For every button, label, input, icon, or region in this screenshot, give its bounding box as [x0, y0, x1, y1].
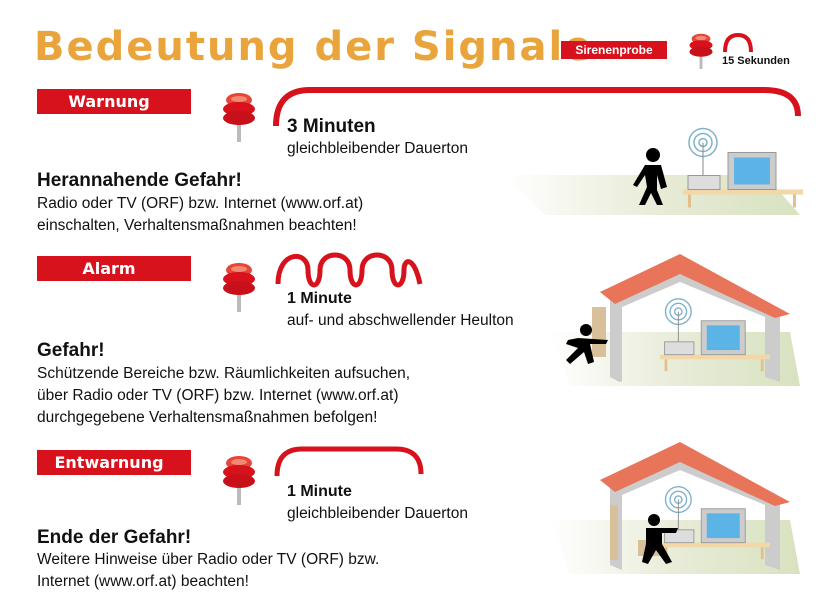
- siren-test-duration: 15 Sekunden: [722, 55, 790, 67]
- steady-tone-arc: [274, 446, 424, 477]
- warning-label: Warnung: [37, 89, 191, 114]
- alarm-label: Alarm: [37, 256, 191, 281]
- alarm-heading: Gefahr!: [37, 340, 105, 361]
- all-clear-tone: gleichbleibender Dauerton: [287, 505, 468, 522]
- all-clear-heading: Ende der Gefahr!: [37, 527, 192, 548]
- warning-text: Radio oder TV (ORF) bzw. Internet (www.o…: [37, 195, 364, 234]
- alarm-duration: 1 Minute: [287, 290, 352, 307]
- steady-tone-arc: [273, 87, 801, 127]
- alarm-house-illustration: [550, 254, 800, 386]
- alarm-tone: auf- und abschwellender Heulton: [287, 312, 514, 329]
- siren-icon: [218, 455, 260, 505]
- all-clear-label: Entwarnung: [37, 450, 191, 475]
- short-tone-arc: [723, 32, 753, 53]
- warning-illustration: [505, 127, 803, 215]
- siren-icon: [218, 92, 260, 142]
- siren-test-label: Sirenenprobe: [561, 41, 667, 59]
- warning-duration: 3 Minuten: [287, 116, 376, 137]
- siren-icon: [686, 33, 716, 69]
- warning-heading: Herannahende Gefahr!: [37, 170, 242, 191]
- siren-icon: [218, 262, 260, 312]
- page-title: Bedeutung der Signale: [34, 24, 594, 70]
- wailing-tone-wave: [275, 252, 423, 288]
- alarm-text: Schützende Bereiche bzw. Räumlichkeiten …: [37, 365, 411, 426]
- all-clear-duration: 1 Minute: [287, 483, 352, 500]
- all-clear-house-illustration: [550, 442, 800, 574]
- warning-tone: gleichbleibender Dauerton: [287, 140, 468, 157]
- all-clear-text: Weitere Hinweise über Radio oder TV (ORF…: [37, 551, 380, 590]
